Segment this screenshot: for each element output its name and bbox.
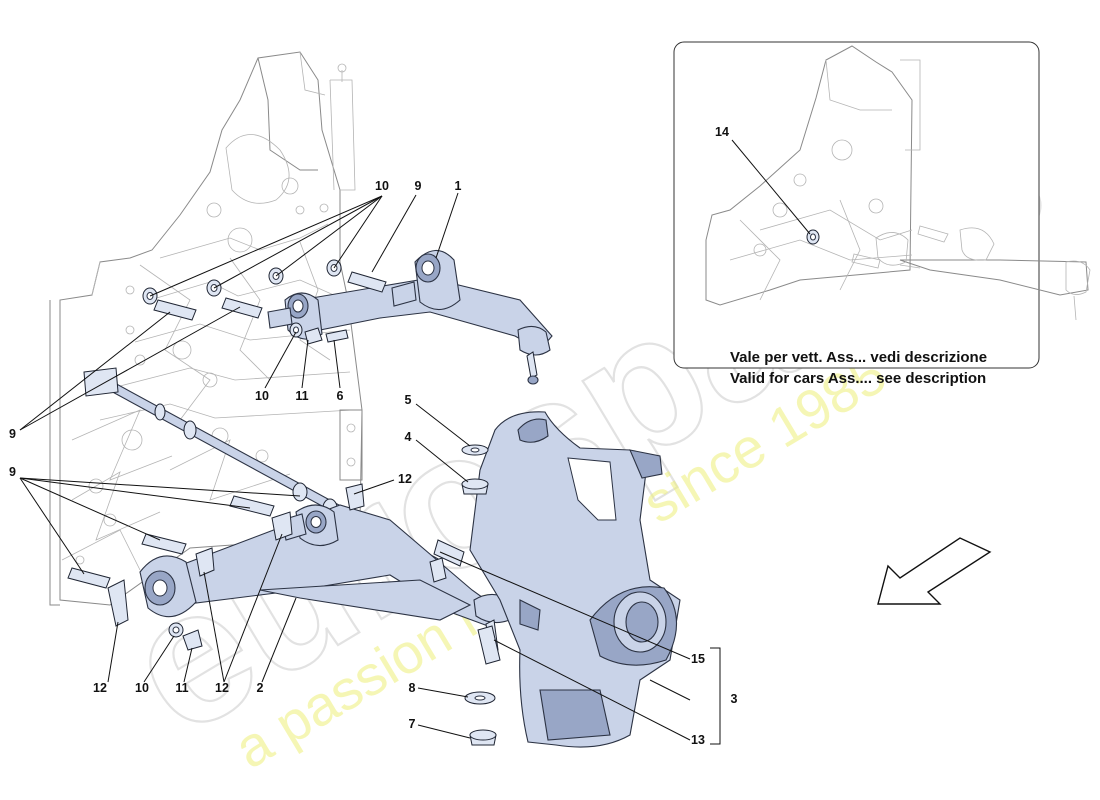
callout-11-mid: 11 — [295, 389, 308, 403]
callout-12-right: 12 — [398, 472, 412, 486]
callout-10-low: 10 — [135, 681, 149, 695]
callout-8: 8 — [409, 681, 416, 695]
callout-5: 5 — [405, 393, 412, 407]
callout-7: 7 — [409, 717, 416, 731]
leader-lines — [19, 139, 811, 745]
callout-12-low-left: 12 — [93, 681, 107, 695]
hub-carrier — [469, 411, 681, 748]
callout-15: 15 — [691, 652, 705, 666]
inset-panel: Vale per vett. Ass... vedi descrizione V… — [673, 41, 1091, 387]
callout-6: 6 — [337, 389, 344, 403]
callout-13: 13 — [691, 733, 705, 747]
callout-9-top: 9 — [415, 179, 422, 193]
loose-hardware — [429, 444, 501, 746]
callout-12-low-mid: 12 — [215, 681, 229, 695]
callout-2: 2 — [257, 681, 264, 695]
lower-wishbone — [139, 504, 515, 653]
callout-9-mid: 9 — [9, 427, 16, 441]
callout-14: 14 — [715, 125, 729, 139]
callout-9-low: 9 — [9, 465, 16, 479]
callout-3: 3 — [731, 692, 738, 706]
inset-note-english: Valid for cars Ass.... see description — [730, 370, 986, 387]
direction-arrow-icon — [877, 537, 992, 605]
callout-labels: 1 9 10 10 11 6 9 9 12 5 4 12 10 11 12 2 … — [9, 125, 738, 747]
lower-hardware — [67, 483, 365, 651]
callout-1: 1 — [455, 179, 462, 193]
callout-11-low: 11 — [175, 681, 188, 695]
callout-10-mid: 10 — [255, 389, 269, 403]
upper-wishbone — [267, 249, 553, 385]
inset-note-italian: Vale per vett. Ass... vedi descrizione — [730, 349, 987, 366]
callout-4: 4 — [405, 430, 412, 444]
callout-10-top: 10 — [375, 179, 389, 193]
